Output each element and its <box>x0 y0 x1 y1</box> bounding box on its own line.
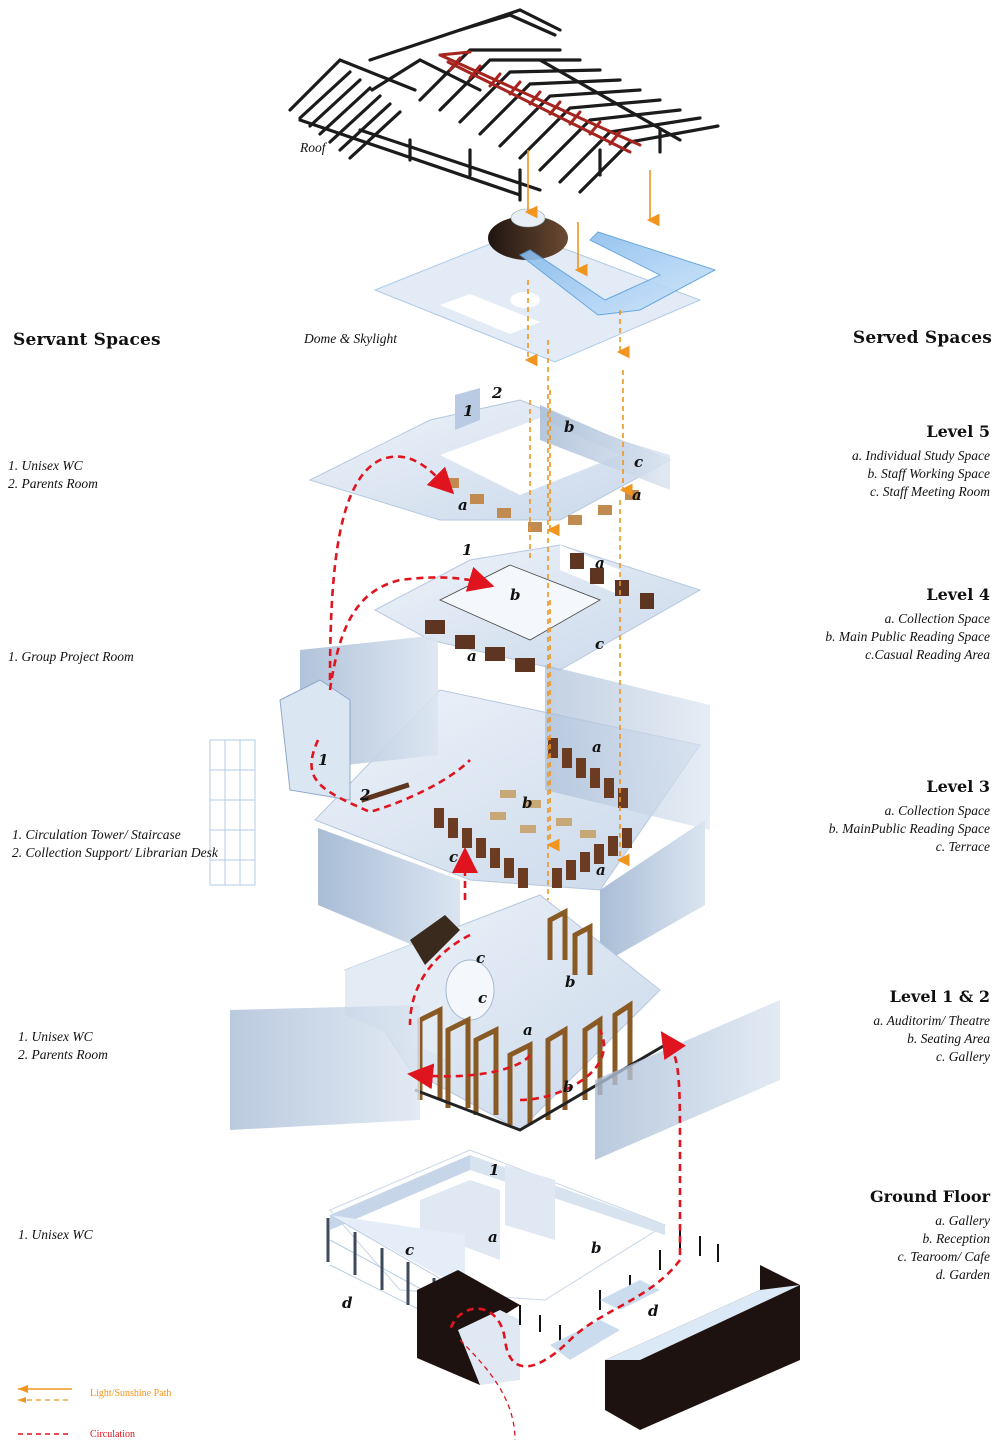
tag-l5-a1: a <box>458 496 468 514</box>
tag-l3-a1: a <box>592 738 602 756</box>
served-item: c. Gallery <box>936 1049 990 1064</box>
servant-group-level-5: 1. Unisex WC 2. Parents Room <box>8 457 98 493</box>
servant-group-ground-floor: 1. Unisex WC <box>18 1226 93 1244</box>
served-item: c. Tearoom/ Cafe <box>897 1249 990 1264</box>
tag-l3-1: 1 <box>318 751 328 769</box>
level-title: Level 4 <box>926 585 990 604</box>
served-item: b. Staff Working Space <box>867 466 991 481</box>
legend-circulation: Circulation <box>90 1429 135 1440</box>
tag-gf-1: 1 <box>489 1161 499 1179</box>
tag-gf-b: b <box>591 1239 602 1257</box>
served-spaces-heading: Served Spaces <box>852 328 992 348</box>
served-level-4: Level 4 a. Collection Space b. Main Publ… <box>825 585 990 664</box>
servant-item: 1. Circulation Tower/ Staircase <box>12 827 181 842</box>
tag-l5-a2: a <box>632 486 642 504</box>
level-title: Level 5 <box>926 422 990 441</box>
tag-gf-d2: d <box>648 1302 659 1320</box>
servant-spaces-heading: Servant Spaces <box>13 330 161 350</box>
served-item: c. Terrace <box>935 839 990 854</box>
served-item: c.Casual Reading Area <box>865 647 990 662</box>
tag-l12-c1: c <box>476 949 485 967</box>
tag-l4-a1: a <box>595 554 605 572</box>
served-item: b. Reception <box>922 1231 990 1246</box>
tag-l4-1: 1 <box>462 541 472 559</box>
servant-group-level-1-2: 1. Unisex WC 2. Parents Room <box>18 1028 108 1064</box>
tag-l3-a2: a <box>596 861 606 879</box>
served-item: d. Garden <box>935 1267 990 1282</box>
legend-graphics <box>18 1385 72 1435</box>
servant-item: 2. Collection Support/ Librarian Desk <box>12 845 218 860</box>
servant-item: 1. Unisex WC <box>8 458 83 473</box>
tag-gf-c: c <box>405 1241 414 1259</box>
servant-item: 2. Parents Room <box>18 1047 108 1062</box>
level-3-bookshelves <box>434 738 632 888</box>
served-item: a. Collection Space <box>884 803 990 818</box>
level-title: Level 3 <box>926 777 990 796</box>
tag-l4-b: b <box>510 586 521 604</box>
roof-structure <box>288 8 720 202</box>
tag-l3-b: b <box>522 794 533 812</box>
level-3-floor <box>209 635 710 965</box>
tag-l5-1: 1 <box>463 402 473 420</box>
tag-l3-2: 2 <box>359 786 370 804</box>
circulation-paths <box>310 455 687 1368</box>
served-item: b. Main Public Reading Space <box>825 629 990 644</box>
level-title: Ground Floor <box>870 1187 990 1206</box>
servant-item: 2. Parents Room <box>8 476 98 491</box>
served-ground-floor: Ground Floor a. Gallery b. Reception c. … <box>870 1187 990 1284</box>
servant-group-level-4: 1. Group Project Room <box>8 648 134 666</box>
tag-l12-a: a <box>523 1021 533 1039</box>
served-item: b. MainPublic Reading Space <box>828 821 990 836</box>
served-item: a. Individual Study Space <box>852 448 990 463</box>
served-item: a. Auditorim/ Theatre <box>873 1013 990 1028</box>
servant-item: 1. Unisex WC <box>18 1029 93 1044</box>
tag-l12-b1: b <box>565 973 576 991</box>
curtain-wall-panel <box>209 739 256 886</box>
level-title: Level 1 & 2 <box>889 987 990 1006</box>
dome-skylight-layer <box>373 208 717 363</box>
tag-l5-b: b <box>564 418 575 436</box>
served-item: c. Staff Meeting Room <box>870 484 990 499</box>
dome-skylight-label: Dome & Skylight <box>304 331 397 346</box>
tag-l12-c2: c <box>478 989 487 1007</box>
served-level-5: Level 5 a. Individual Study Space b. Sta… <box>852 422 990 501</box>
servant-item: 1. Unisex WC <box>18 1227 93 1242</box>
served-level-1-2: Level 1 & 2 a. Auditorim/ Theatre b. Sea… <box>873 987 990 1066</box>
level-5-floor <box>308 388 672 532</box>
tag-gf-d1: d <box>342 1294 353 1312</box>
level-1-2-floor <box>230 894 780 1160</box>
level-4-bookshelves <box>425 553 654 672</box>
diagram-tags: 1 2 b c a a 1 a b a c 1 2 a b c a c c b … <box>318 384 659 1320</box>
tag-l4-a2: a <box>467 647 477 665</box>
tag-l5-2: 2 <box>491 384 502 402</box>
legend-light-path: Light/Sunshine Path <box>90 1388 172 1399</box>
ground-floor <box>326 1149 800 1430</box>
tag-l5-c: c <box>634 453 643 471</box>
servant-item: 1. Group Project Room <box>8 649 134 664</box>
served-item: b. Seating Area <box>907 1031 990 1046</box>
roof-label: Roof <box>300 140 326 155</box>
tag-l4-c: c <box>595 635 604 653</box>
light-paths <box>524 150 660 900</box>
servant-group-level-3: 1. Circulation Tower/ Staircase 2. Colle… <box>12 826 218 862</box>
served-level-3: Level 3 a. Collection Space b. MainPubli… <box>829 777 990 856</box>
served-item: a. Gallery <box>935 1213 990 1228</box>
tag-l3-c: c <box>449 848 458 866</box>
tag-gf-a: a <box>488 1228 498 1246</box>
tag-l12-b2: b <box>563 1078 574 1096</box>
served-item: a. Collection Space <box>884 611 990 626</box>
